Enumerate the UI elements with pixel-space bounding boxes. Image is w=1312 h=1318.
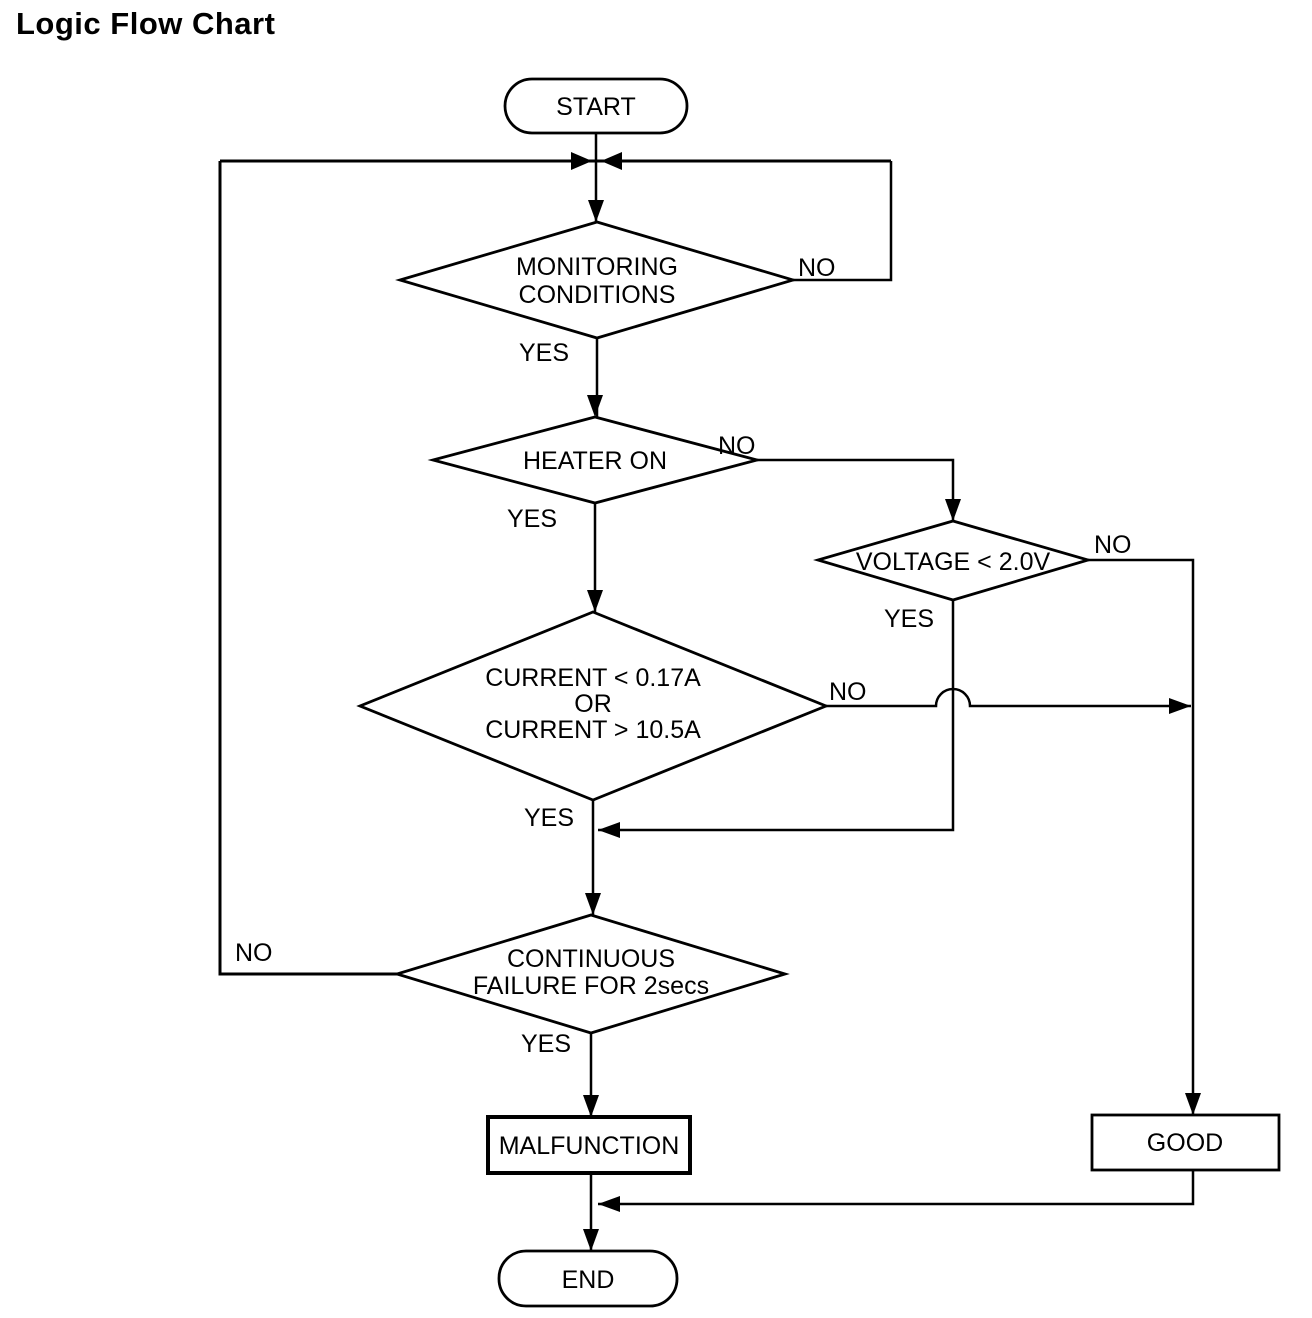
label-voltage-yes: YES	[884, 605, 934, 633]
arrowhead-into-current-icon	[587, 590, 603, 612]
heater-on-decision	[427, 415, 763, 505]
continuous-failure-decision	[392, 913, 790, 1035]
edge-voltage-yes	[598, 600, 955, 832]
arrowhead-into-heater-icon	[587, 395, 603, 417]
current-label-line2: OR	[574, 690, 612, 718]
edge-heater-no	[757, 458, 955, 521]
current-label-line3: CURRENT > 10.5A	[485, 716, 701, 744]
label-current-no: NO	[829, 678, 867, 706]
malfunction-label: MALFUNCTION	[499, 1132, 680, 1160]
monitoring-conditions-decision	[395, 220, 798, 340]
arrowhead-into-end-icon	[583, 1229, 599, 1251]
label-continuous-no: NO	[235, 939, 273, 967]
malfunction-node	[486, 1115, 692, 1175]
end-label: END	[562, 1266, 615, 1294]
label-continuous-yes: YES	[521, 1030, 571, 1058]
arrowhead-into-monitoring-icon	[588, 200, 604, 222]
arrowhead-good-return-join-icon	[598, 1196, 620, 1212]
monitoring-label-line2: CONDITIONS	[519, 281, 676, 309]
edge-voltage-no	[1088, 558, 1195, 1115]
voltage-label: VOLTAGE < 2.0V	[856, 548, 1051, 576]
arrowhead-into-malfunction-icon	[583, 1095, 599, 1117]
edge-continuous-no-loop	[218, 161, 397, 976]
label-monitoring-no: NO	[798, 254, 836, 282]
end-node	[497, 1249, 679, 1308]
edge-monitoring-no-loop	[793, 161, 893, 282]
start-label: START	[556, 93, 636, 121]
label-heater-yes: YES	[507, 505, 557, 533]
label-current-yes: YES	[524, 804, 574, 832]
label-monitoring-yes: YES	[519, 339, 569, 367]
edge-good-return	[598, 1170, 1195, 1206]
good-node	[1090, 1113, 1281, 1172]
continuous-label-line2: FAILURE FOR 2secs	[473, 972, 709, 1000]
voltage-decision	[813, 519, 1093, 602]
monitoring-label-line1: MONITORING	[516, 253, 678, 281]
label-heater-no: NO	[718, 432, 756, 460]
start-node	[503, 77, 689, 135]
arrowhead-current-no-join-icon	[1169, 698, 1191, 714]
current-label-line1: CURRENT < 0.17A	[485, 664, 701, 692]
arrowhead-into-continuous-icon	[585, 893, 601, 915]
label-voltage-no: NO	[1094, 531, 1132, 559]
current-decision	[356, 610, 830, 802]
page-title: Logic Flow Chart	[16, 6, 276, 41]
arrowhead-into-good-icon	[1185, 1093, 1201, 1115]
arrowhead-junction-from-right-icon	[601, 152, 622, 170]
continuous-label-line1: CONTINUOUS	[507, 945, 675, 973]
edge-current-no	[826, 687, 1191, 708]
arrowhead-junction-from-left-icon	[571, 152, 592, 170]
arrowhead-voltage-yes-join-icon	[598, 822, 620, 838]
heater-label: HEATER ON	[523, 447, 667, 475]
good-label: GOOD	[1147, 1129, 1223, 1157]
arrowhead-into-voltage-icon	[945, 499, 961, 521]
